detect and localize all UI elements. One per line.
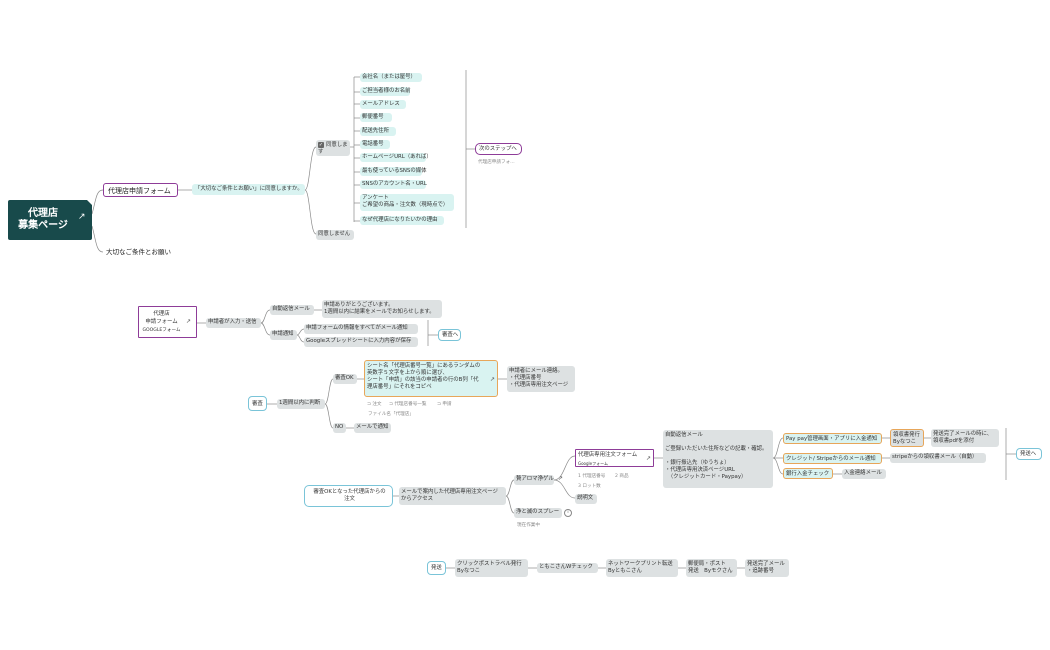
to-ship-node[interactable]: 発送へ: [1016, 448, 1042, 460]
field-company: 会社名（または屋号）: [360, 73, 422, 82]
notify-sheet-node: Googleスプレッドシートに入力内容が保存: [304, 337, 418, 347]
decide-node: 1週間以内に判断: [277, 399, 325, 409]
file-name-label: ファイル名「代理店」: [368, 412, 414, 417]
agree-yes-label: 同意します: [318, 142, 348, 155]
next-step-node[interactable]: 次のステップへ: [475, 143, 522, 155]
notify-mail-node: 申請フォームの情報をすべてがメール通知: [304, 324, 418, 334]
ok-instruction-node[interactable]: シート名「代理店番号一覧」にあるランダムの 英数字５文字を上から順に選び、 シー…: [364, 360, 498, 397]
ship-step-check: ともこさんWチェック: [537, 563, 598, 573]
auto-mail-node: 自動返信メール ご登録いただいた住所などの記載・確認。 ・銀行振込先（ゆうちょ）…: [663, 430, 773, 488]
agree-no-label: 同意しません: [318, 231, 351, 237]
agree-yes-node[interactable]: ✓ 同意します: [316, 140, 350, 156]
input-send-node: 申請者が入力・送信: [206, 318, 261, 328]
external-link-icon[interactable]: ↗: [186, 318, 192, 325]
paypay-node: Pay pay管理画面・アプリに入金通知: [783, 433, 882, 444]
external-link-icon[interactable]: ↗: [646, 455, 652, 462]
field-contact-name: ご担当者様のお名前: [360, 87, 411, 96]
order-form-node[interactable]: 代理店専用注文フォーム Googleフォーム ↗: [575, 449, 654, 467]
external-link-icon[interactable]: ↗: [78, 212, 86, 222]
receipt-note-node: 発送完了メールの時に、 領収書pdfを添付: [931, 429, 999, 447]
application-form-node[interactable]: 代理店申請フォーム: [103, 183, 178, 197]
checkbox-checked-icon: ✓: [318, 142, 324, 148]
product-spray-node[interactable]: 浄と滅のスプレー: [514, 508, 562, 518]
ship-step-print: ネットワークプリント転送 Byともこさん: [606, 559, 678, 577]
review-ok-node: 審査OK: [333, 374, 357, 384]
to-review-node[interactable]: 審査へ: [438, 329, 461, 341]
agree-no-node[interactable]: 同意しません: [316, 230, 354, 240]
order-item-product: 2 商品: [615, 474, 629, 479]
applicant-notify-node: 申請者にメール連絡。 ・代理店番号 ・代理店専用注文ページ: [507, 366, 575, 392]
corner-fold-icon: [86, 199, 93, 206]
field-address: 配送先住所: [360, 127, 396, 136]
no-mail-node: メールで通知: [354, 423, 391, 433]
order-item-lot: 3 ロット数: [578, 484, 601, 489]
root-title-line1: 代理店: [28, 208, 58, 219]
ship-step-label: クリックポストラベル発行 Byなつこ: [455, 559, 528, 577]
field-sns-account: SNSのアカウント名・URL: [360, 180, 427, 189]
field-postal-code: 郵便番号: [360, 113, 392, 122]
bank-mail-node: 入金連絡メール: [842, 469, 886, 479]
ship-node[interactable]: 発送: [427, 561, 446, 575]
field-sns-medium: 最も使っているSNSの媒体: [360, 167, 427, 176]
tag-number-list[interactable]: ⊐ 代理店番号一覧: [389, 402, 427, 407]
info-circle-icon[interactable]: i: [564, 509, 572, 517]
bank-check-node: 銀行入金チェック: [783, 468, 833, 479]
ship-step-complete: 発送完了メール ・追跡番号: [745, 559, 789, 577]
tag-application[interactable]: ⊐ 申請: [437, 402, 452, 407]
next-step-sublabel: 代理店申請フォ…: [478, 160, 515, 165]
explain-node: 説明文: [575, 494, 597, 504]
approved-order-node[interactable]: 審査OKとなった代理店からの 注文: [304, 485, 393, 507]
external-link-icon[interactable]: ↗: [490, 376, 496, 383]
product-spray-sublabel: 現在作業中: [517, 523, 540, 528]
google-form-node[interactable]: 代理店 申請フォーム GOOGLEフォーム ↗: [138, 306, 197, 338]
external-link-icon[interactable]: ↗: [558, 475, 564, 482]
review-node[interactable]: 審査: [248, 396, 267, 411]
ship-step-post: 郵便局・ポスト 発送 Byモクさん: [686, 559, 737, 577]
order-item-number: 1 代理店番号: [578, 474, 606, 479]
field-reason: なぜ代理店になりたいかの理由: [360, 216, 444, 225]
review-no-node: NO: [333, 423, 346, 433]
root-title-line2: 募集ページ: [18, 220, 68, 231]
agree-question-label: 「大切なご条件とお願い」に同意しますか。: [195, 186, 303, 192]
field-survey: アンケート ご希望の商品・注文数（現時点で）: [360, 194, 454, 211]
field-homepage: ホームページURL（あれば）: [360, 153, 432, 162]
root-node[interactable]: 代理店 募集ページ ↗: [8, 199, 93, 240]
auto-reply-node: 自動返信メール: [270, 305, 314, 315]
auto-reply-text-node: 申請ありがとうございます。 1週間以内に結果をメールでお知らせします。: [322, 300, 442, 318]
field-email: メールアドレス: [360, 100, 406, 109]
stripe-receipt-node: stripeからの領収書メール（自動）: [890, 453, 986, 463]
tag-order[interactable]: ⊐ 注文: [367, 402, 382, 407]
field-phone: 電話番号: [360, 140, 390, 149]
credit-node: クレジット/ Stripeからのメール通知: [783, 453, 882, 464]
agree-question-node: 「大切なご条件とお願い」に同意しますか。: [192, 184, 305, 195]
product-gel-node[interactable]: 贅アロマ浄ゲル ↗: [514, 475, 563, 485]
application-form-label: 代理店申請フォーム: [108, 187, 171, 195]
receipt-node: 領収書発行 Byなつこ: [890, 429, 924, 447]
access-node: メールで案内した代理店専用注文ページ からアクセス: [399, 487, 506, 505]
notify-node: 申請通知: [270, 330, 297, 340]
important-terms-node[interactable]: 大切なご条件とお願い: [106, 248, 171, 256]
